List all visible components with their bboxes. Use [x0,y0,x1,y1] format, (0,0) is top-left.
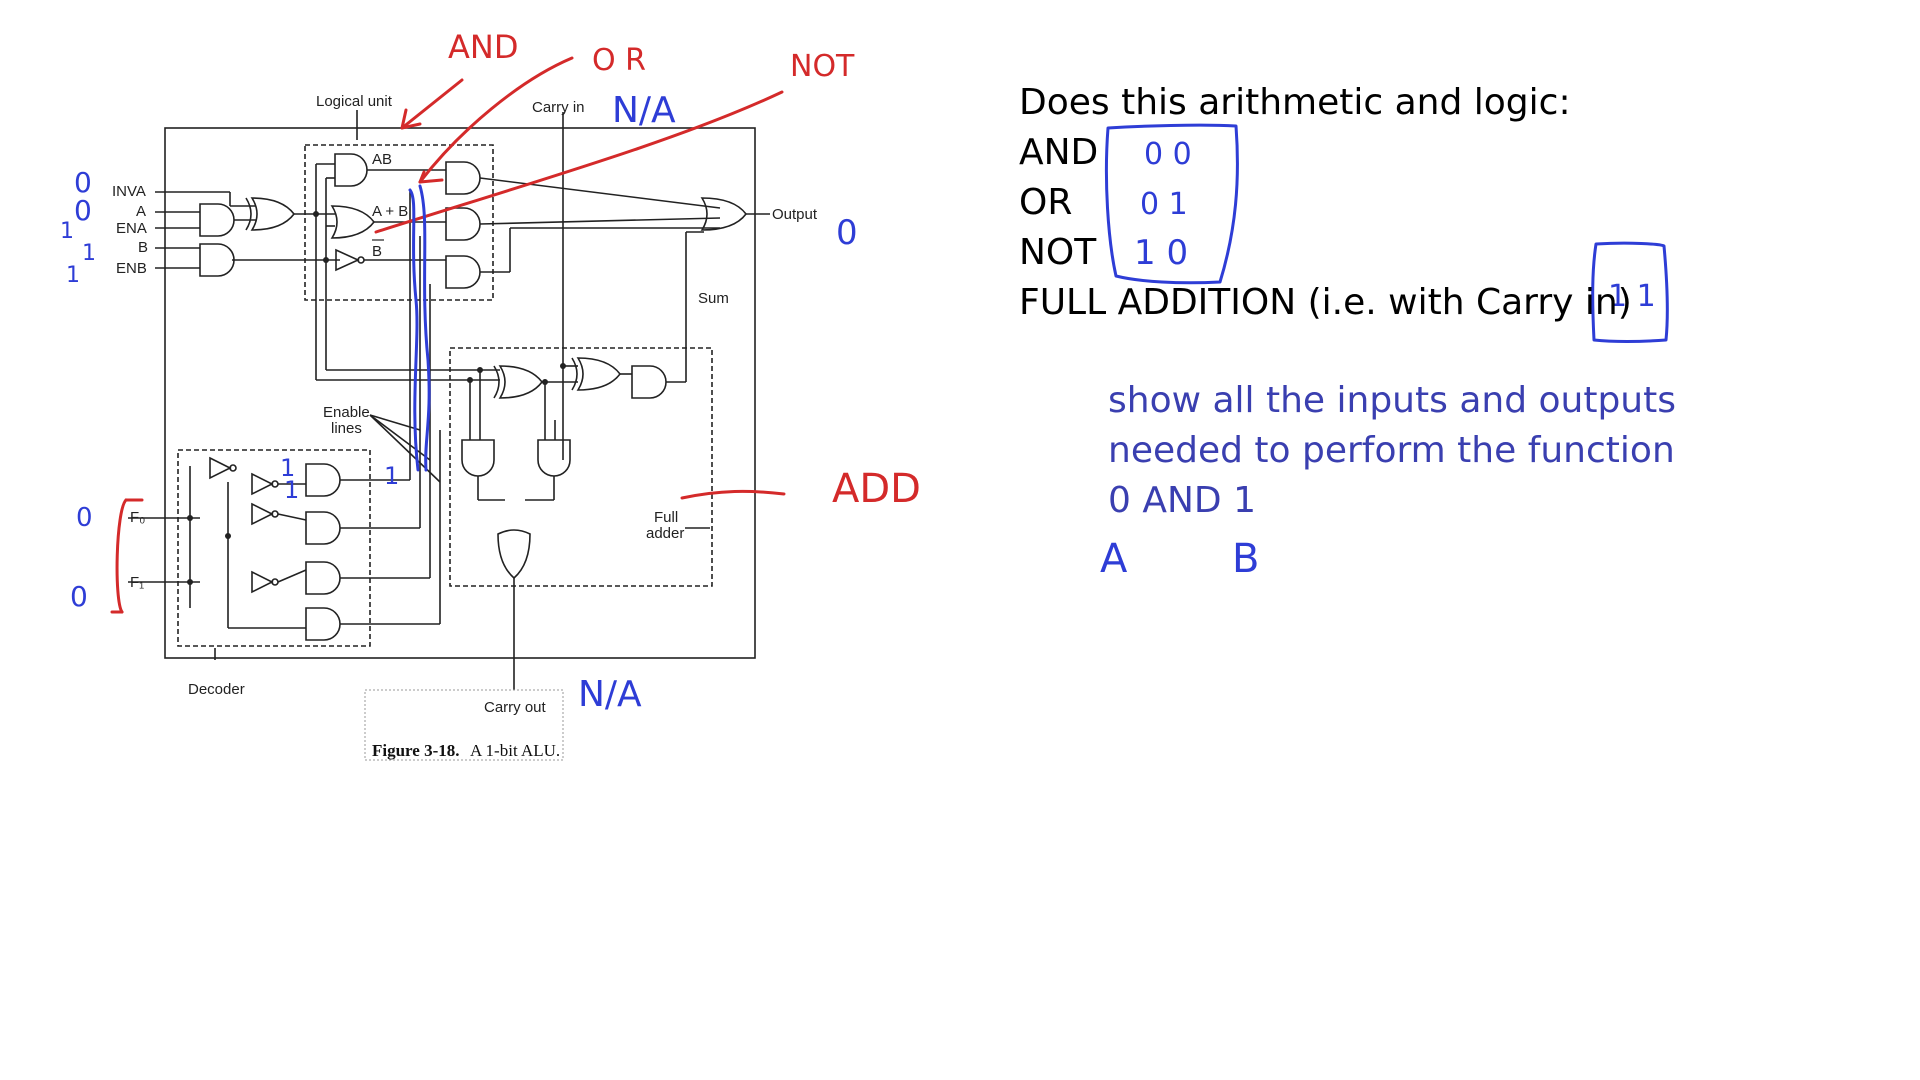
annotation-na-carry-in: N/A [612,90,676,131]
and-gate-dec-3 [305,561,341,595]
alu-diagram [128,110,770,761]
label-a: A [136,203,146,220]
annotation-f0-val: 0 [76,503,93,533]
annotation-ena-val: 1 [60,219,74,244]
annotation-code-add: 1 1 [1608,279,1656,314]
note-line-1: show all the inputs and outputs [1108,380,1676,421]
label-output: Output [772,206,818,223]
xor-gate-fa-1 [498,365,544,399]
note-line-3: 0 AND 1 [1108,480,1256,521]
and-gate-ab [334,153,368,187]
label-f1: F₁ [130,574,144,591]
figure-caption-text: A 1-bit ALU. [470,741,560,760]
note-line-2: needed to perform the function [1108,430,1675,471]
xor-gate-inva [250,197,296,231]
figure-caption-number: Figure 3-18. [372,741,460,760]
question-text: Does this arithmetic and logic: AND OR N… [1019,82,1632,323]
label-enb: ENB [116,260,147,277]
label-decoder: Decoder [188,681,245,698]
caption-box [364,689,564,761]
and-gate-dec-2 [305,511,341,545]
annotation-f1-val: 0 [70,580,88,613]
and-gate-b-enb [199,243,235,277]
or-gate-carry-out [497,529,531,580]
blue-marks [408,123,1669,472]
annotation-inva-val: 0 [74,166,92,199]
question-line-4: NOT [1019,232,1097,273]
and-gate-out-3 [445,255,481,289]
label-f0: F₀ [130,509,145,526]
annotation-output-val: 0 [836,213,858,253]
not-gate-f1-a [251,472,274,496]
annotation-code-not: 1 0 [1134,233,1188,273]
label-carry-out: Carry out [484,699,547,716]
not-gate-f1-c [251,570,274,594]
question-line-5: FULL ADDITION (i.e. with Carry in) [1019,282,1632,323]
label-logical-unit: Logical unit [316,93,393,110]
question-line-1: Does this arithmetic and logic: [1019,82,1571,123]
or-gate-output [700,197,748,231]
figure-caption: Figure 3-18. A 1-bit ALU. [372,741,560,760]
annotation-not: NOT [790,49,855,84]
annotation-label-b: B [1232,536,1259,582]
and-gate-dec-1 [305,463,341,497]
annotation-or: O R [592,43,646,78]
not-gate-f0 [209,456,232,480]
annotation-b-val: 1 [82,241,96,266]
xor-gate-fa-2 [576,357,622,391]
annotation-enable-val-3: 1 [384,462,399,490]
label-inva: INVA [112,183,146,200]
blue-annotations: N/A N/A 0 0 1 1 1 0 0 0 1 1 1 A B 0 0 0 … [60,90,1669,715]
logical-unit-box [304,144,494,301]
red-annotations: AND O R NOT ADD [110,28,921,614]
annotation-a-val: 0 [74,194,92,227]
label-enable-lines-1: Enable [323,404,370,421]
full-adder-box [449,347,713,587]
label-carry-in: Carry in [532,99,585,116]
annotation-label-a: A [1100,536,1128,582]
annotation-na-carry-out: N/A [578,674,642,715]
not-gate-f1-b [251,502,274,526]
annotation-enb-val: 1 [66,263,80,288]
and-gate-carry-2 [537,439,571,477]
label-b: B [138,239,148,256]
and-gate-out-1 [445,161,481,195]
annotation-add: ADD [832,466,921,512]
question-line-3: OR [1019,182,1072,223]
not-gate-b [335,248,360,272]
diagram-labels: Logical unit Carry in INVA A ENA B ENB A… [112,93,818,760]
and-gate-out-2 [445,207,481,241]
annotation-code-or: 0 1 [1140,187,1188,222]
and-gate-sum-enable [631,365,667,399]
junction-dots [187,211,566,585]
decoder-box [177,449,371,647]
annotation-enable-val-2: 1 [284,476,299,504]
alu-outer-box [164,127,756,659]
label-full-adder-2: adder [646,525,684,542]
label-enable-lines-2: lines [331,420,362,437]
annotation-enable-val-1: 1 [280,454,295,482]
or-gate-a-plus-b [330,205,376,239]
question-line-2: AND [1019,132,1098,173]
and-gate-dec-4 [305,607,341,641]
label-full-adder-1: Full [654,509,678,526]
label-ena: ENA [116,220,147,237]
label-sum: Sum [698,290,729,307]
label-ab: AB [372,151,392,168]
label-a-plus-b: A + B [372,203,408,220]
note-text: show all the inputs and outputs needed t… [1108,380,1676,521]
and-gate-a-ena [199,203,235,237]
label-b-bar: B [372,243,382,260]
and-gate-carry-1 [461,439,495,477]
annotation-and: AND [448,28,518,66]
red-arrows [110,56,786,614]
annotation-code-and: 0 0 [1144,137,1192,172]
